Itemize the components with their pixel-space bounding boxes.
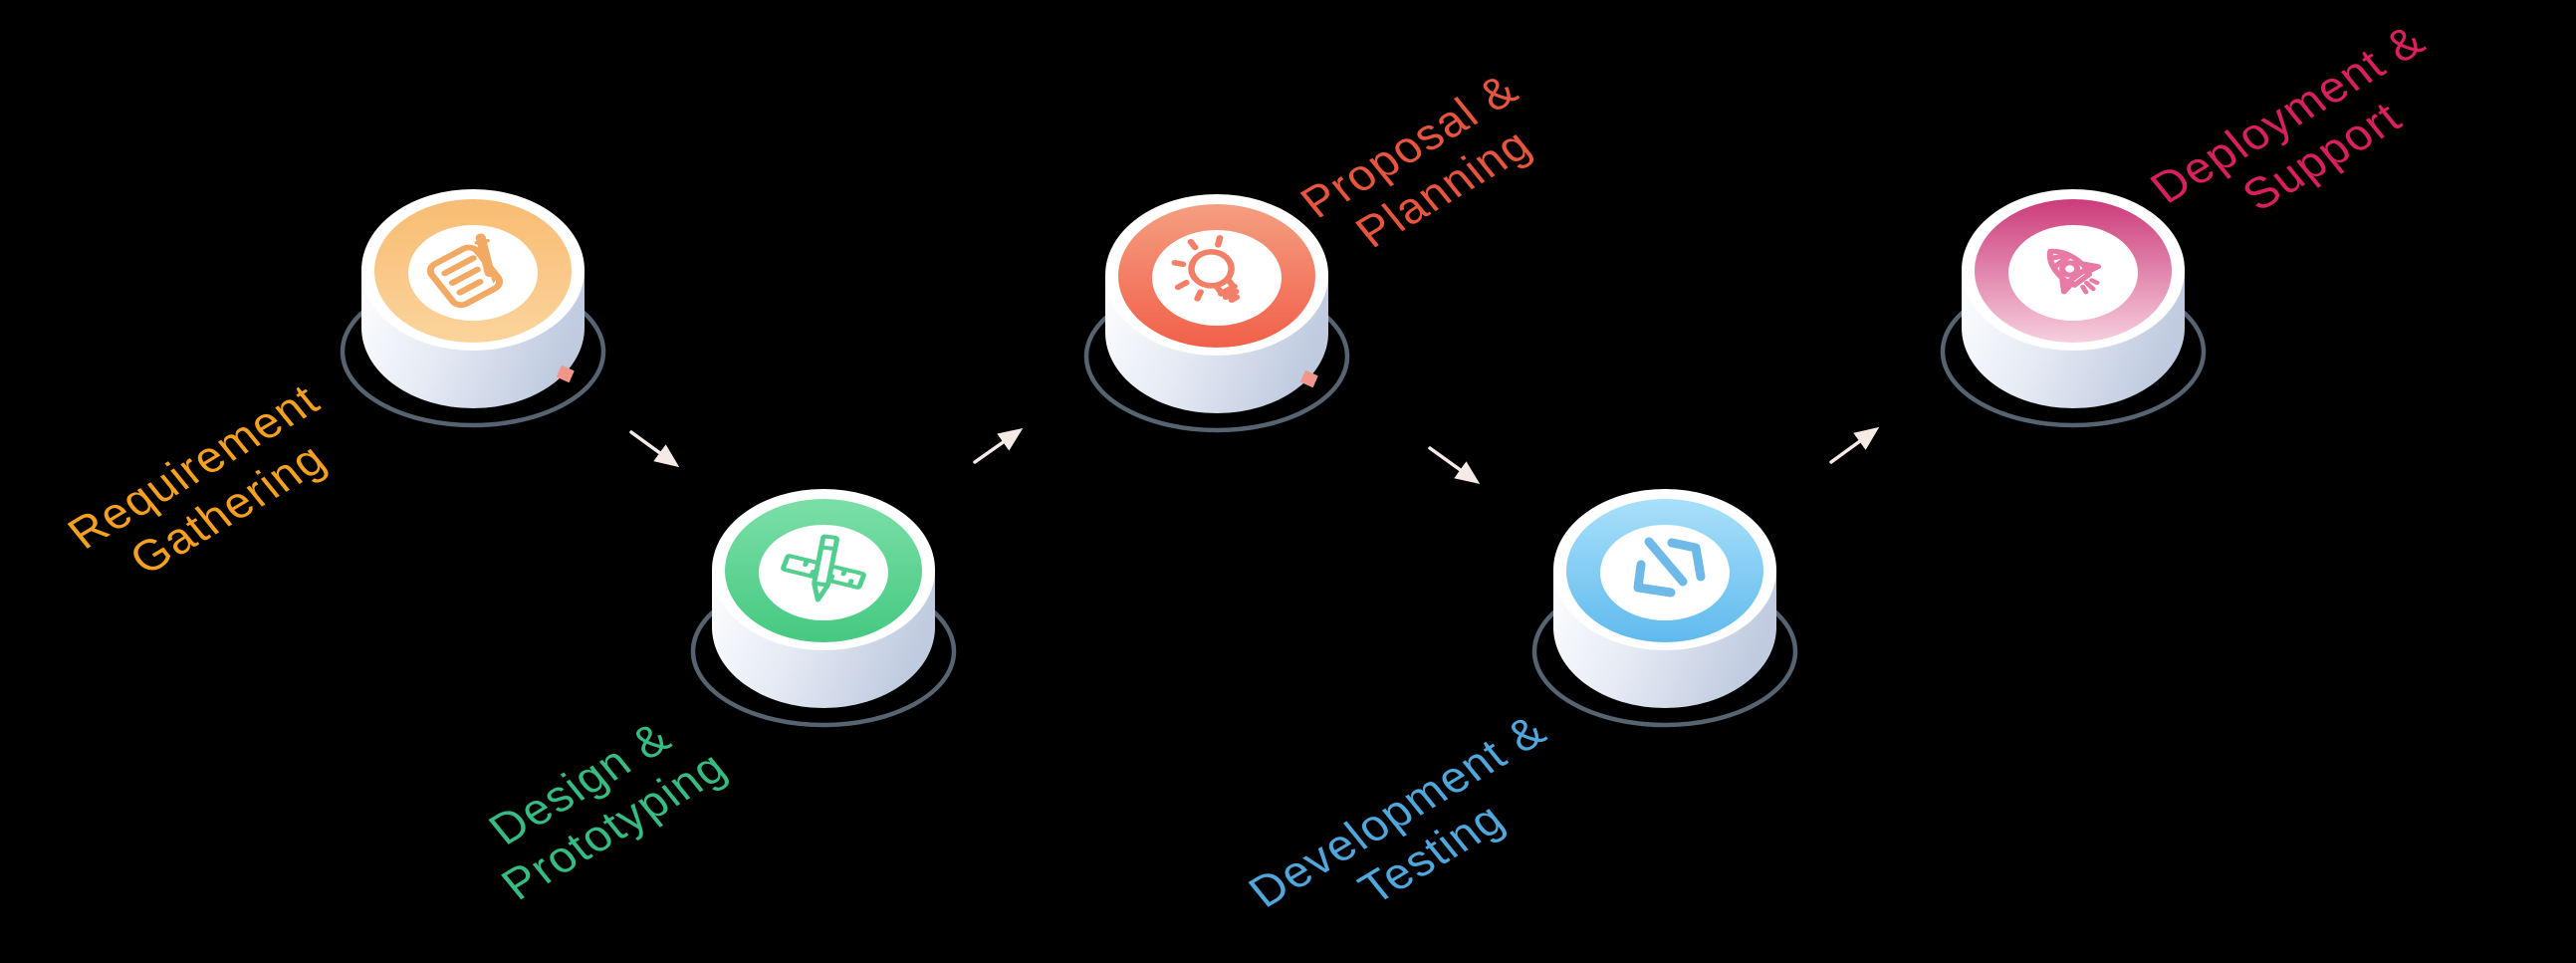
arrow-step2-to-step3 xyxy=(973,427,1024,464)
step-5-button[interactable] xyxy=(1924,144,2223,443)
code-icon xyxy=(1633,537,1706,598)
step-4-station xyxy=(1516,444,1814,743)
step-3-button[interactable] xyxy=(1067,149,1366,448)
step-3-station xyxy=(1067,149,1366,448)
step-2-station xyxy=(674,444,973,743)
step-1-station xyxy=(324,144,622,443)
accent-chip xyxy=(1300,369,1318,387)
step-1-button[interactable] xyxy=(324,144,622,443)
step-2-label: Design & Prototyping xyxy=(478,711,737,909)
arrow-step4-to-step5 xyxy=(1829,426,1880,464)
step-2-button[interactable] xyxy=(674,444,973,743)
arrow-step3-to-step4 xyxy=(1428,446,1481,485)
arrow-step1-to-step2 xyxy=(629,430,680,468)
step-5-station xyxy=(1924,144,2223,443)
step-4-button[interactable] xyxy=(1516,444,1814,743)
step-5-label: Deployment & Support xyxy=(2140,14,2436,221)
button-inner-face xyxy=(1152,230,1282,326)
step-4-label: Development & Testing xyxy=(1238,704,1556,917)
pencil-ruler-icon xyxy=(781,534,866,602)
step-1-label: Requirement Gathering xyxy=(57,373,337,585)
document-edit-icon xyxy=(426,233,504,309)
lightbulb-icon xyxy=(1171,235,1241,303)
button-inner-face xyxy=(1600,525,1730,620)
rocket-icon xyxy=(2046,248,2102,295)
accent-chip xyxy=(557,364,575,382)
